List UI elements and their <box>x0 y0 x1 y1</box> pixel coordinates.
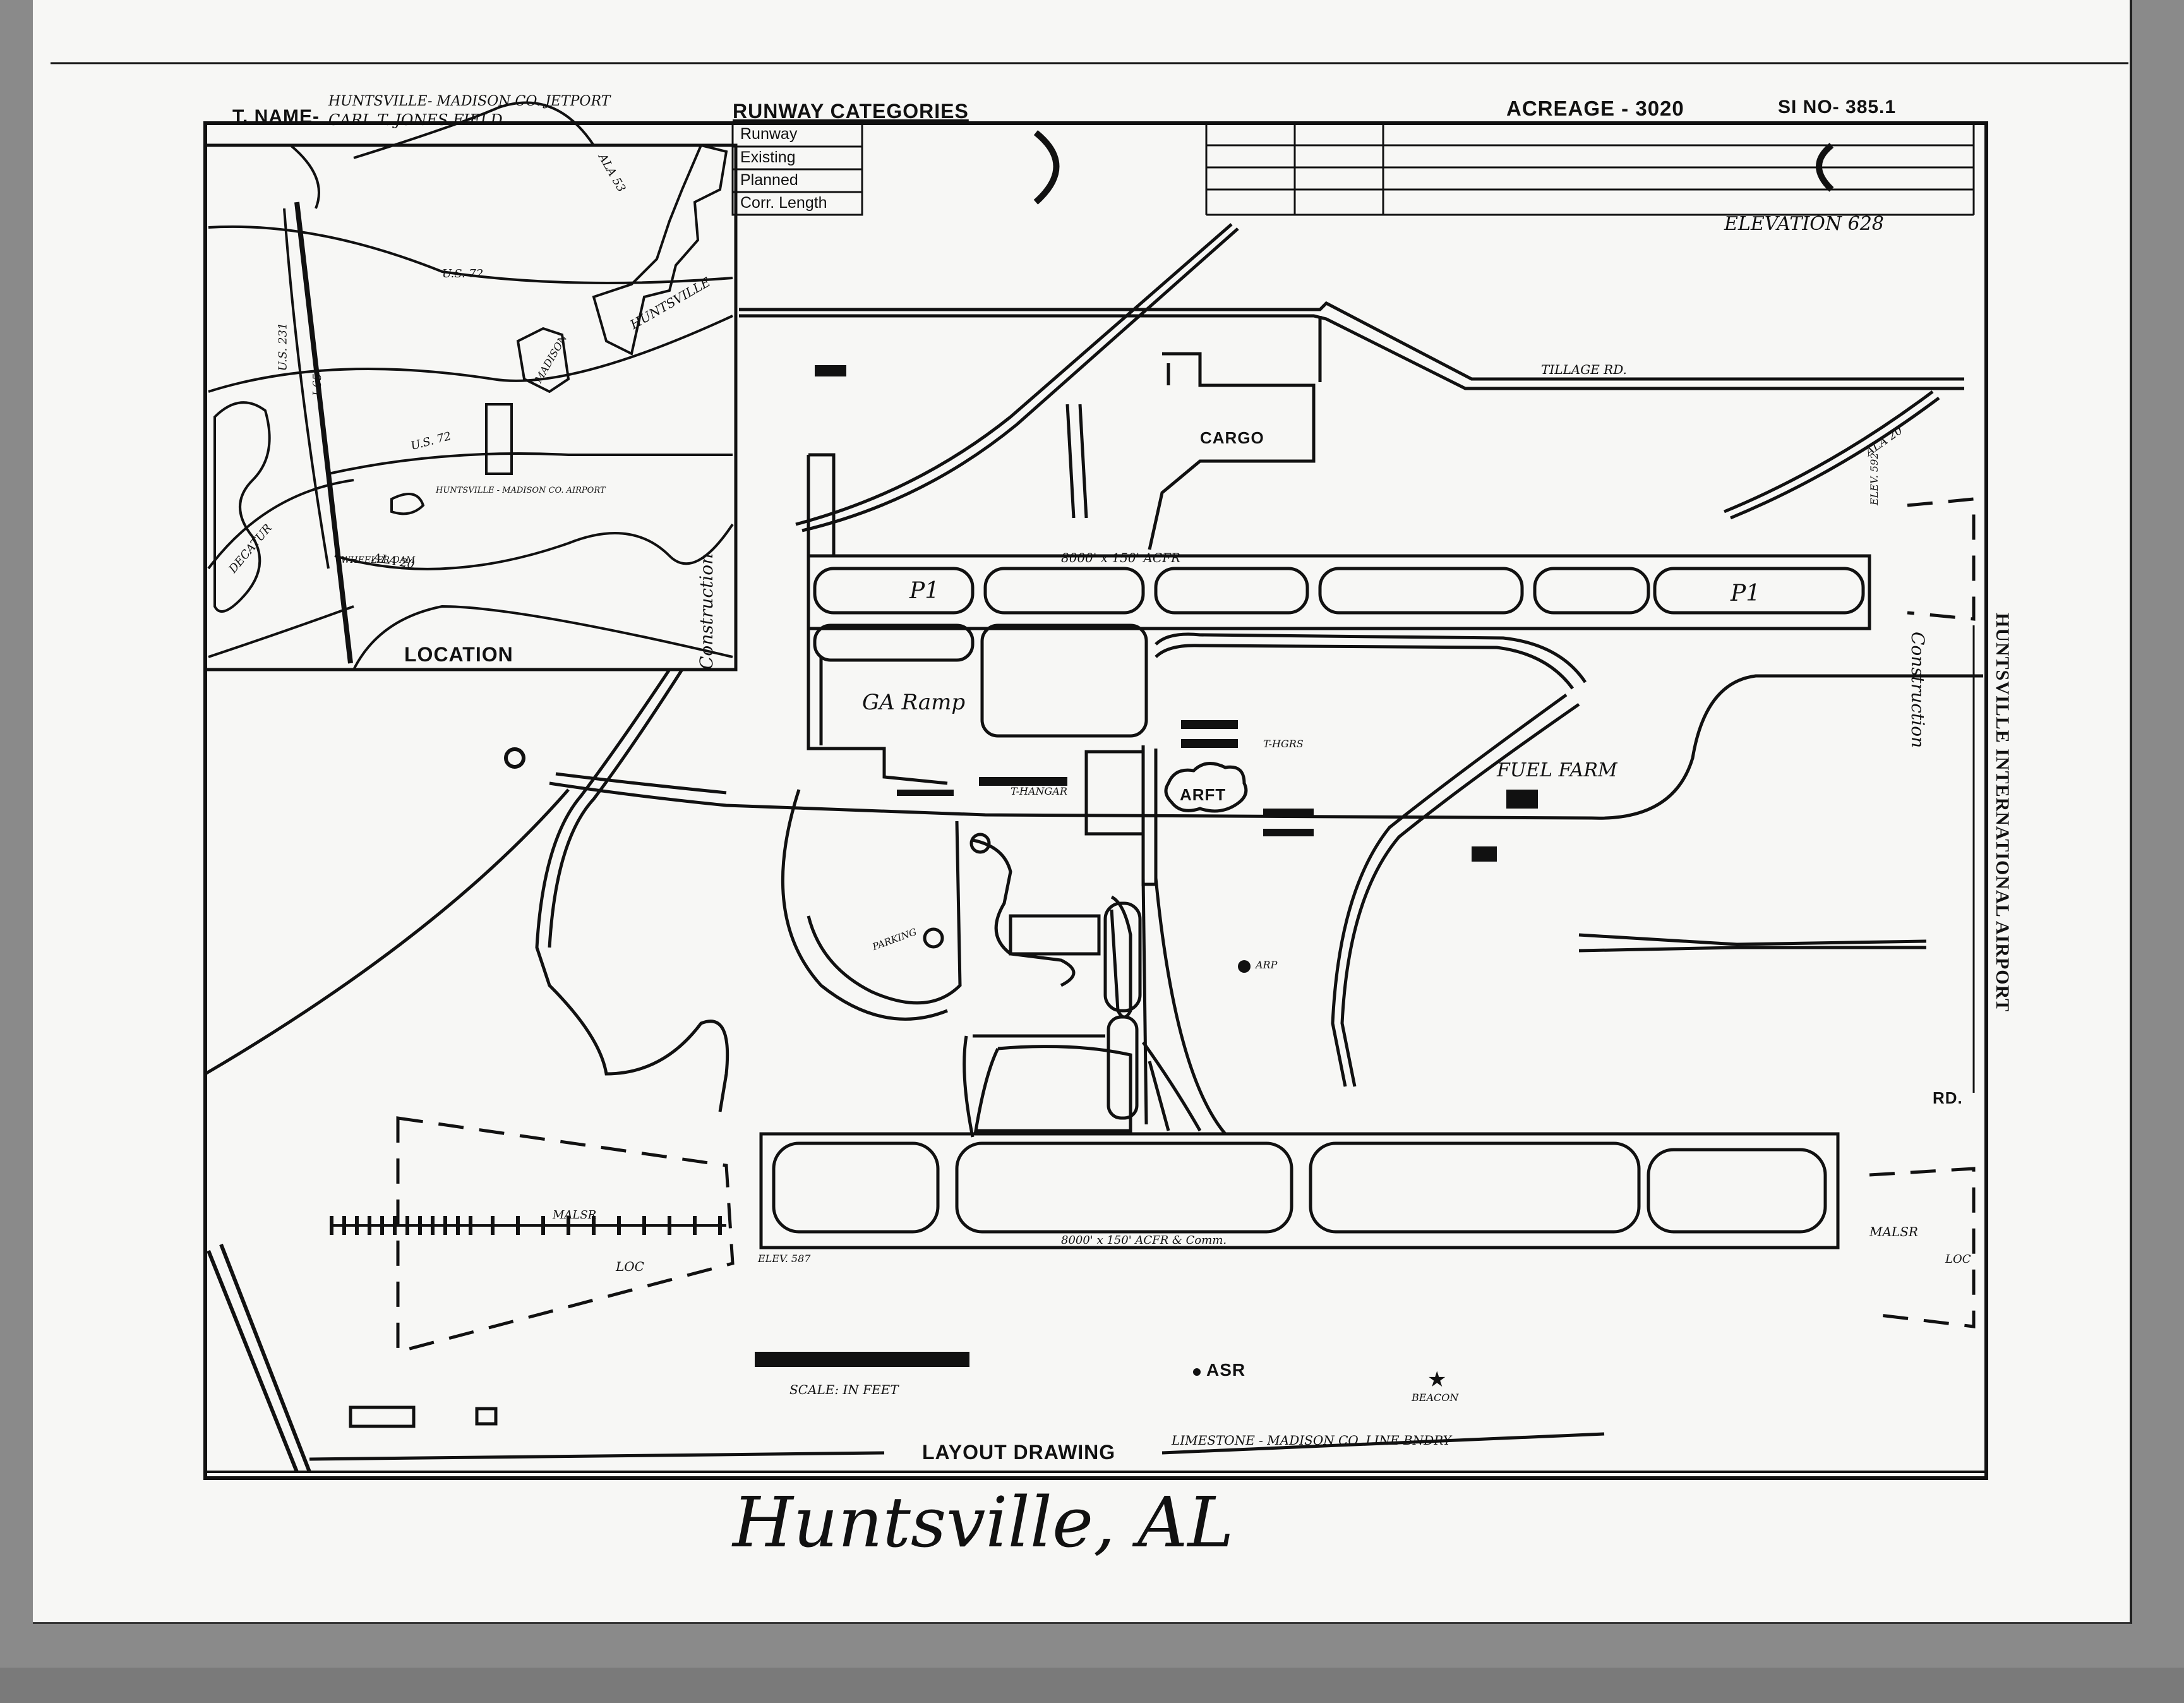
elevation: ELEVATION 628 <box>1724 213 1884 235</box>
place-label: HUNTSVILLE - MADISON CO. AIRPORT <box>436 486 606 495</box>
location-inset <box>203 143 738 671</box>
road-label: U.S. 72 <box>442 267 484 280</box>
runway-south-label: 8000' x 150' ACFR & Comm. <box>1061 1234 1227 1247</box>
construction-left-label: Construction <box>696 553 717 670</box>
scale-label: SCALE: IN FEET <box>789 1382 899 1397</box>
road-label: I-65 <box>311 373 325 397</box>
p1-left-label: P1 <box>909 578 940 604</box>
t-hangar-label-2: T-HANGAR <box>1011 785 1067 797</box>
layout-drawing-title: LAYOUT DRAWING <box>922 1441 1116 1464</box>
building-block <box>815 365 846 376</box>
airport-name-line1: HUNTSVILLE- MADISON CO. JETPORT <box>328 93 611 109</box>
rd-label: RD. <box>1933 1088 1963 1107</box>
road-label: U.S. 231 <box>276 322 290 371</box>
malsr-left-label: MALSR <box>553 1208 597 1222</box>
beacon-label: BEACON <box>1412 1392 1459 1404</box>
acreage: ACREAGE - 3020 <box>1506 97 1684 120</box>
loc-right-label: LOC <box>1945 1253 1971 1266</box>
t-hangar-label: T-HGRS <box>1263 738 1304 750</box>
south-runway <box>759 1132 1840 1249</box>
runway-row-runway: Runway <box>740 125 798 143</box>
elevation-587-label: ELEV. 587 <box>758 1253 811 1265</box>
approach-zone-left <box>396 1116 735 1354</box>
runway-row-corr-length: Corr. Length <box>740 194 827 212</box>
runway-row-planned: Planned <box>740 171 798 189</box>
runway-row-existing: Existing <box>740 148 796 166</box>
p1-right-label: P1 <box>1731 581 1761 606</box>
arp-label: ARP <box>1256 959 1278 971</box>
fuel-farm-label: FUEL FARM <box>1497 759 1617 781</box>
malsr-right-label: MALSR <box>1869 1224 1918 1239</box>
cargo-label: CARGO <box>1200 428 1264 447</box>
place-label: WHEELER DAM <box>341 555 416 565</box>
arft-building <box>1164 762 1248 813</box>
tillage-road-label: TILLAGE RD. <box>1541 362 1627 377</box>
runway-north-label: 8000' x 150' ACFR <box>1061 550 1181 565</box>
construction-right-label: Construction <box>1907 632 1928 749</box>
airport-name-line2: CARL T. JONES FIELD <box>328 111 503 129</box>
boundary-note: LIMESTONE - MADISON CO. LINE BNDRY <box>1172 1433 1451 1448</box>
name-label: T. NAME- <box>232 106 320 127</box>
asr-label: ASR <box>1206 1360 1246 1380</box>
location-label: LOCATION <box>404 643 513 666</box>
arft-label: ARFT <box>1180 785 1227 804</box>
handwritten-city: Huntsville, AL <box>733 1482 1234 1563</box>
ga-ramp-label: GA Ramp <box>862 690 966 715</box>
side-title: HUNTSVILLE INTERNATIONAL AIRPORT <box>1992 613 2013 1013</box>
scan-edge <box>0 1668 2184 1703</box>
runway-categories-title: RUNWAY CATEGORIES <box>733 100 969 123</box>
elevation-592-label: ELEV. 592 <box>1868 452 1880 505</box>
loc-left-label: LOC <box>616 1259 644 1274</box>
site-number: SI NO- 385.1 <box>1778 97 1897 117</box>
scanned-sheet <box>33 0 2132 1624</box>
north-runway <box>807 554 1871 630</box>
beacon-star: ★ <box>1427 1368 1446 1392</box>
approach-zone-right <box>1869 1167 1976 1328</box>
drawing-frame <box>203 121 1988 1480</box>
